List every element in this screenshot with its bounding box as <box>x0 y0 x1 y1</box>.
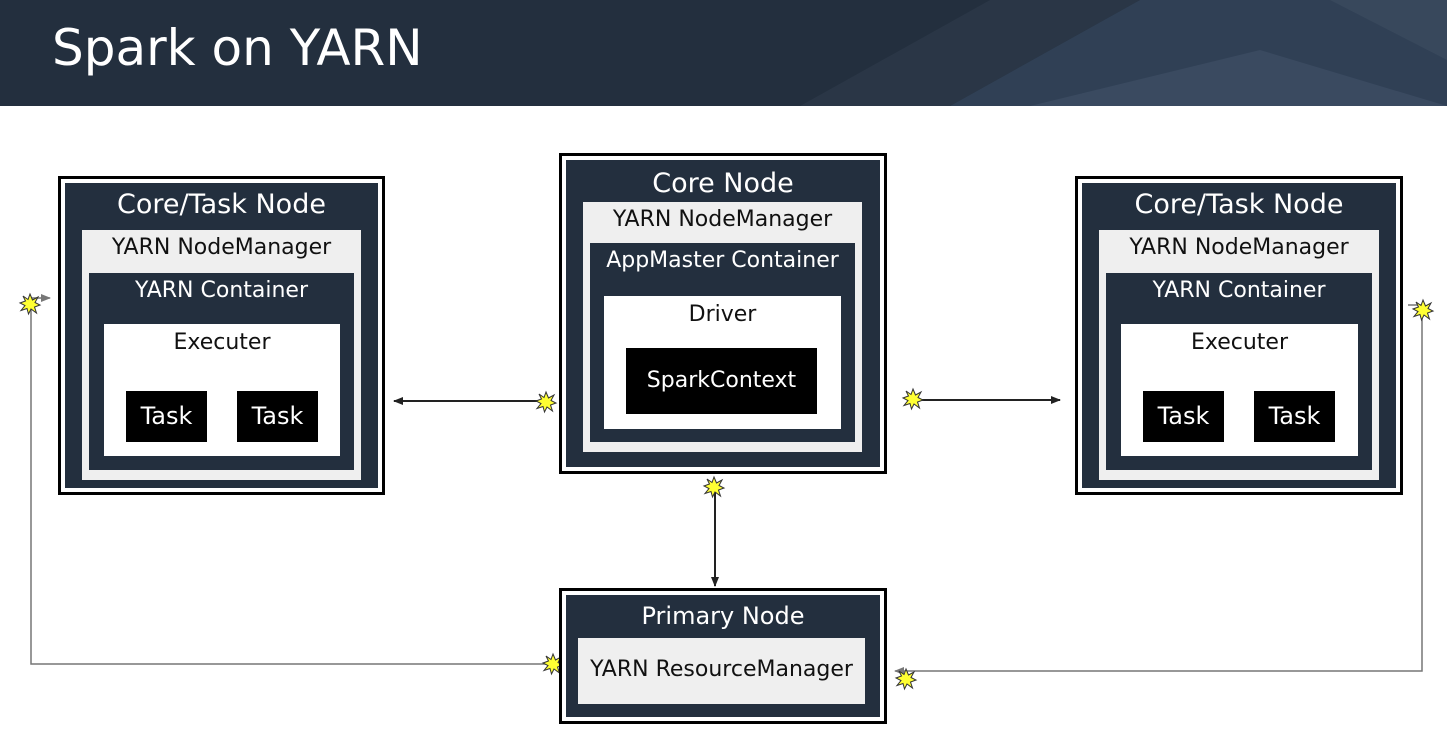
page-title: Spark on YARN <box>52 19 423 77</box>
core-node-body: Core Node YARN NodeManager AppMaster Con… <box>566 160 880 467</box>
node-title: Core/Task Node <box>1134 189 1344 220</box>
task-box: Task <box>237 391 318 442</box>
driver-box: Driver SparkContext <box>604 296 841 429</box>
left-node-body: Core/Task Node YARN NodeManager YARN Con… <box>65 183 378 488</box>
container-label: YARN Container <box>1152 278 1326 303</box>
nodemanager-label: YARN NodeManager <box>1129 235 1349 260</box>
driver-label: Driver <box>688 302 757 327</box>
right-core-task-node: Core/Task Node YARN NodeManager YARN Con… <box>1075 176 1403 495</box>
left-core-task-node: Core/Task Node YARN NodeManager YARN Con… <box>58 176 385 495</box>
task-box: Task <box>126 391 207 442</box>
yarn-nodemanager: YARN NodeManager YARN Container Executer… <box>1099 230 1379 480</box>
title-banner: Spark on YARN <box>0 0 1447 106</box>
left-loop-line <box>30 294 553 665</box>
burst-icon <box>894 667 918 691</box>
burst-icon <box>702 475 726 499</box>
yarn-resourcemanager: YARN ResourceManager <box>578 638 865 704</box>
executer-box: Executer Task Task <box>104 324 340 456</box>
task-box: Task <box>1254 391 1335 442</box>
container-label: YARN Container <box>134 278 309 303</box>
node-title: Primary Node <box>641 602 805 630</box>
node-title: Core Node <box>652 168 794 199</box>
burst-icon <box>18 292 42 316</box>
burst-icon <box>901 387 925 411</box>
task-box: Task <box>1143 391 1224 442</box>
sparkcontext-box: SparkContext <box>626 348 817 414</box>
executer-label: Executer <box>1190 330 1289 355</box>
node-title: Core/Task Node <box>117 189 326 220</box>
resourcemanager-label: YARN ResourceManager <box>590 657 853 682</box>
executer-box: Executer Task Task <box>1121 324 1358 456</box>
core-node: Core Node YARN NodeManager AppMaster Con… <box>559 153 887 474</box>
nodemanager-label: YARN NodeManager <box>612 207 833 232</box>
primary-node: Primary Node YARN ResourceManager <box>559 588 887 724</box>
yarn-nodemanager: YARN NodeManager AppMaster Container Dri… <box>583 202 862 452</box>
yarn-container: YARN Container Executer Task Task <box>89 273 354 470</box>
burst-icon <box>1411 298 1435 322</box>
yarn-container: YARN Container Executer Task Task <box>1106 273 1372 470</box>
nodemanager-label: YARN NodeManager <box>111 235 332 260</box>
yarn-nodemanager: YARN NodeManager YARN Container Executer… <box>82 230 361 480</box>
container-label: AppMaster Container <box>606 248 839 273</box>
burst-icon <box>534 390 558 414</box>
appmaster-container: AppMaster Container Driver SparkContext <box>590 243 855 442</box>
executer-label: Executer <box>173 330 271 355</box>
banner-decoration <box>800 0 1447 106</box>
right-loop-line <box>894 304 1423 675</box>
primary-node-body: Primary Node YARN ResourceManager <box>566 595 880 717</box>
right-node-body: Core/Task Node YARN NodeManager YARN Con… <box>1082 183 1396 488</box>
